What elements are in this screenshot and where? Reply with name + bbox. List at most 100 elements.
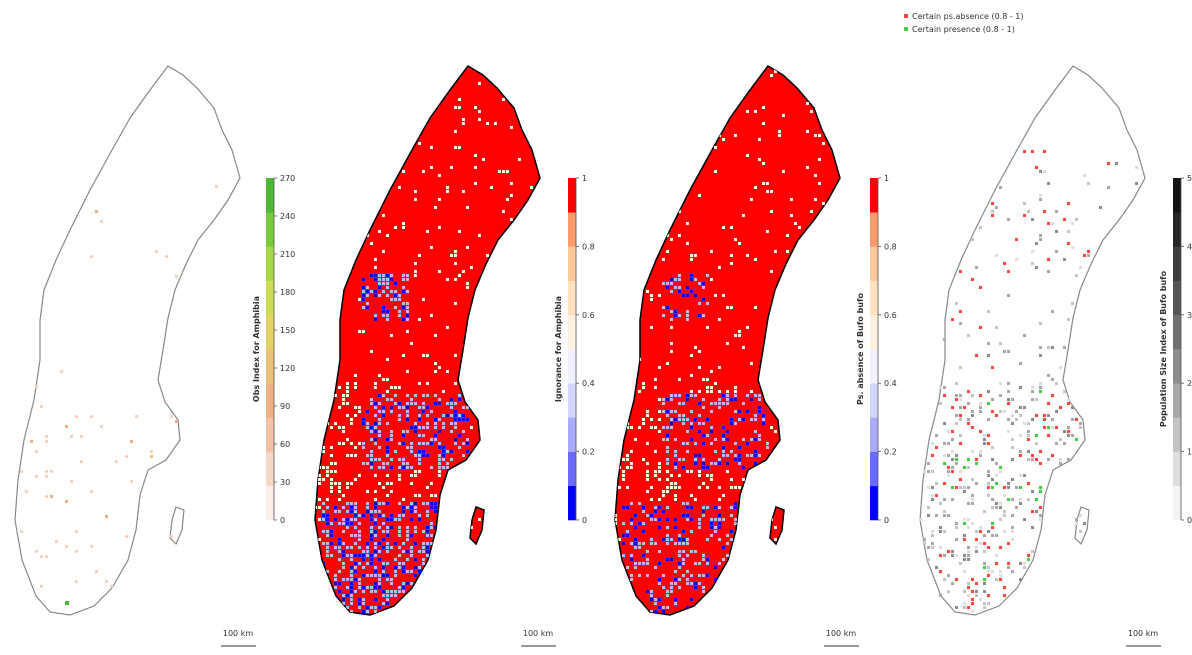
grid-cell bbox=[342, 530, 345, 533]
population-cell bbox=[999, 394, 1002, 397]
obs-cell bbox=[40, 585, 43, 588]
grid-cell bbox=[742, 402, 745, 405]
colorbar-tick-label: 0 bbox=[280, 516, 285, 525]
grid-cell bbox=[426, 514, 429, 517]
grid-cell bbox=[650, 518, 653, 521]
sweden-outline bbox=[919, 65, 1146, 616]
population-cell bbox=[1039, 514, 1042, 517]
grid-cell bbox=[642, 418, 645, 421]
population-cell bbox=[971, 502, 974, 505]
colorbar-swatch bbox=[266, 212, 274, 247]
grid-cell bbox=[462, 118, 465, 121]
grid-cell bbox=[378, 582, 381, 585]
grid-cell bbox=[634, 514, 637, 517]
grid-cell bbox=[678, 378, 681, 381]
grid-cell bbox=[726, 398, 729, 401]
grid-cell bbox=[454, 146, 457, 149]
grid-cell bbox=[374, 582, 377, 585]
population-cell bbox=[1007, 402, 1010, 405]
grid-cell bbox=[430, 314, 433, 317]
population-cell bbox=[943, 394, 946, 397]
population-cell bbox=[979, 454, 982, 457]
population-cell bbox=[963, 570, 966, 573]
grid-cell bbox=[382, 522, 385, 525]
grid-cell bbox=[402, 466, 405, 469]
grid-cell bbox=[658, 410, 661, 413]
population-cell bbox=[1027, 498, 1030, 501]
grid-cell bbox=[354, 514, 357, 517]
grid-cell bbox=[426, 510, 429, 513]
population-cell bbox=[971, 238, 974, 241]
grid-cell bbox=[366, 586, 369, 589]
grid-cell bbox=[718, 514, 721, 517]
grid-cell bbox=[350, 590, 353, 593]
grid-cell bbox=[326, 498, 329, 501]
grid-cell bbox=[766, 442, 769, 445]
grid-cell bbox=[366, 410, 369, 413]
grid-cell bbox=[686, 310, 689, 313]
grid-cell bbox=[730, 486, 733, 489]
population-cell bbox=[971, 494, 974, 497]
grid-cell bbox=[670, 422, 673, 425]
grid-cell bbox=[646, 490, 649, 493]
population-cell bbox=[1019, 434, 1022, 437]
population-cell bbox=[1071, 302, 1074, 305]
grid-cell bbox=[726, 306, 729, 309]
grid-cell bbox=[674, 394, 677, 397]
grid-cell bbox=[358, 554, 361, 557]
grid-cell bbox=[322, 542, 325, 545]
grid-cell bbox=[362, 550, 365, 553]
population-cell bbox=[979, 410, 982, 413]
grid-cell bbox=[366, 574, 369, 577]
grid-cell bbox=[454, 410, 457, 413]
grid-cell bbox=[362, 446, 365, 449]
population-cell bbox=[939, 594, 942, 597]
grid-cell bbox=[386, 502, 389, 505]
grid-cell bbox=[666, 410, 669, 413]
grid-cell bbox=[422, 170, 425, 173]
grid-cell bbox=[758, 434, 761, 437]
grid-cell bbox=[374, 274, 377, 277]
obs-cells bbox=[20, 185, 218, 605]
grid-cell bbox=[434, 426, 437, 429]
grid-cell bbox=[358, 442, 361, 445]
grid-cell bbox=[666, 470, 669, 473]
population-cell bbox=[1023, 562, 1026, 565]
grid-cell bbox=[414, 526, 417, 529]
grid-cell bbox=[334, 470, 337, 473]
grid-cell bbox=[382, 574, 385, 577]
grid-cell bbox=[438, 174, 441, 177]
panel-obs-index bbox=[14, 65, 241, 616]
colorbar-tick-label: 0.2 bbox=[582, 448, 595, 457]
grid-cell bbox=[394, 306, 397, 309]
grid-cell bbox=[414, 422, 417, 425]
grid-cell bbox=[646, 478, 649, 481]
grid-cell bbox=[666, 446, 669, 449]
grid-cell bbox=[454, 106, 457, 109]
population-cell bbox=[955, 554, 958, 557]
grid-cell bbox=[626, 506, 629, 509]
grid-cell bbox=[718, 462, 721, 465]
grid-cell bbox=[666, 286, 669, 289]
grid-cell bbox=[366, 510, 369, 513]
grid-cell bbox=[694, 294, 697, 297]
grid-cell bbox=[386, 234, 389, 237]
grid-cell bbox=[362, 586, 365, 589]
colorbar-tick-label: 0 bbox=[1187, 516, 1192, 525]
population-cell bbox=[955, 302, 958, 305]
population-cell bbox=[975, 482, 978, 485]
grid-cell bbox=[410, 510, 413, 513]
grid-cell bbox=[438, 470, 441, 473]
population-cell bbox=[1015, 486, 1018, 489]
population-cell bbox=[1031, 218, 1034, 221]
population-cell bbox=[995, 462, 998, 465]
grid-cell bbox=[410, 482, 413, 485]
colorbar-swatch bbox=[870, 314, 878, 350]
grid-cell bbox=[730, 450, 733, 453]
population-cell bbox=[1043, 418, 1046, 421]
grid-cell bbox=[422, 546, 425, 549]
population-cell bbox=[971, 278, 974, 281]
population-cell bbox=[991, 202, 994, 205]
grid-cell bbox=[398, 474, 401, 477]
colorbar-tick-label: 2 bbox=[1187, 379, 1192, 388]
